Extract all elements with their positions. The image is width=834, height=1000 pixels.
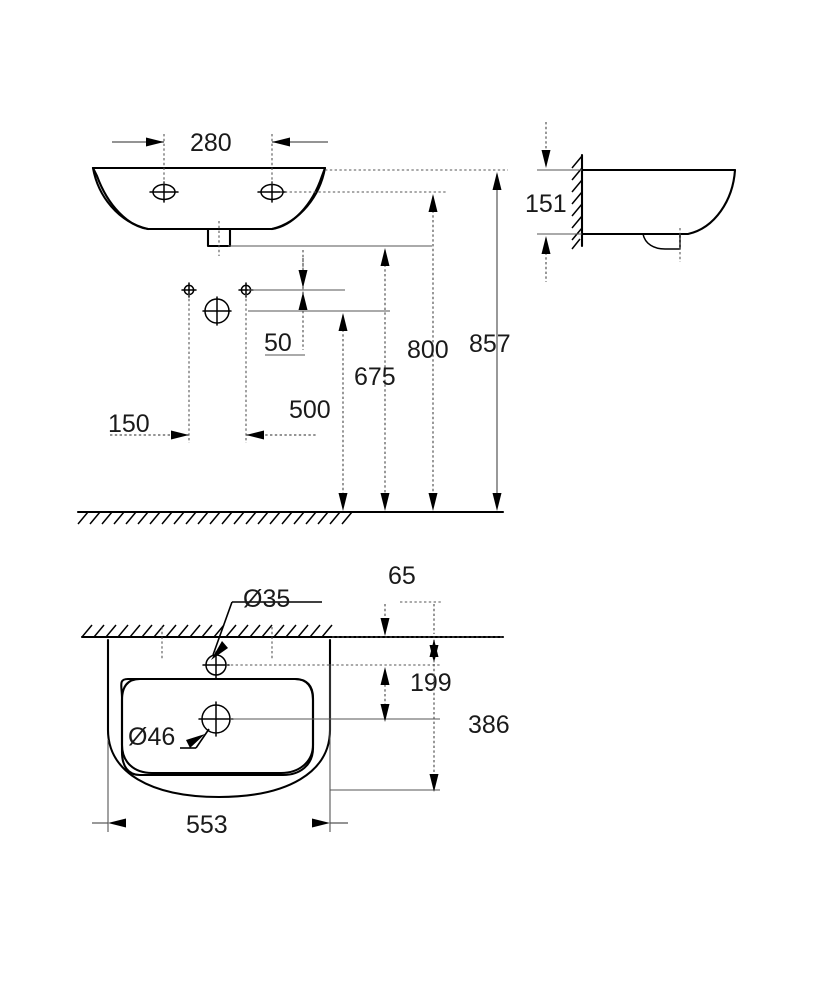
waste-detail-side (642, 228, 681, 262)
dimension-65-label: 65 (388, 562, 416, 590)
dimension-857: 857 (325, 169, 511, 511)
basin-plan-outline (106, 638, 332, 799)
leader-dia35: Ø35 (211, 585, 322, 660)
plan-extension-lines (226, 601, 503, 791)
basin-bowl-plan (120, 677, 315, 777)
basin-front-outline (91, 166, 327, 231)
wall-line-plan (80, 624, 505, 639)
dimension-50-label: 50 (264, 329, 292, 357)
dimension-280: 280 (112, 129, 328, 186)
tap-hole-left-front (149, 181, 179, 203)
dimension-65: 65 (380, 562, 439, 663)
dimension-280-label: 280 (190, 129, 232, 157)
dimension-553: 553 (92, 664, 348, 839)
dimension-500: 500 (248, 310, 390, 511)
dimension-151: 151 (525, 122, 582, 282)
wall-side (571, 153, 584, 250)
dimension-675-label: 675 (354, 363, 396, 391)
dimension-199-label: 199 (410, 669, 452, 697)
side-elevation-view: 151 (525, 122, 737, 282)
dimension-386: 386 (429, 639, 510, 792)
floor-line-front (76, 510, 505, 525)
dimension-151-label: 151 (525, 190, 567, 218)
basin-side-outline (580, 168, 737, 236)
waste-hole-plan (198, 701, 234, 737)
dimension-199: 199 (380, 667, 452, 722)
dimension-800: 800 (280, 191, 449, 511)
dimension-dia35-label: Ø35 (243, 585, 290, 613)
dimension-500-label: 500 (289, 396, 331, 424)
dimension-675: 675 (228, 245, 432, 511)
plan-view: Ø35 Ø46 65 19 (80, 562, 510, 839)
dimension-386-label: 386 (468, 711, 510, 739)
dimension-50: 50 (228, 245, 345, 357)
leader-dia46: Ø46 (128, 723, 210, 751)
front-elevation-view: 280 150 50 500 (76, 129, 511, 525)
dimension-dia46-label: Ø46 (128, 723, 175, 751)
dimension-150: 150 (108, 294, 318, 443)
dimension-857-label: 857 (469, 330, 511, 358)
dimension-553-label: 553 (186, 811, 228, 839)
dimension-150-label: 150 (108, 410, 150, 438)
centre-marks-plan (161, 627, 273, 660)
dimension-800-label: 800 (407, 336, 449, 364)
waste-connection-circle (202, 296, 232, 326)
waste-outlet-front (206, 221, 232, 256)
